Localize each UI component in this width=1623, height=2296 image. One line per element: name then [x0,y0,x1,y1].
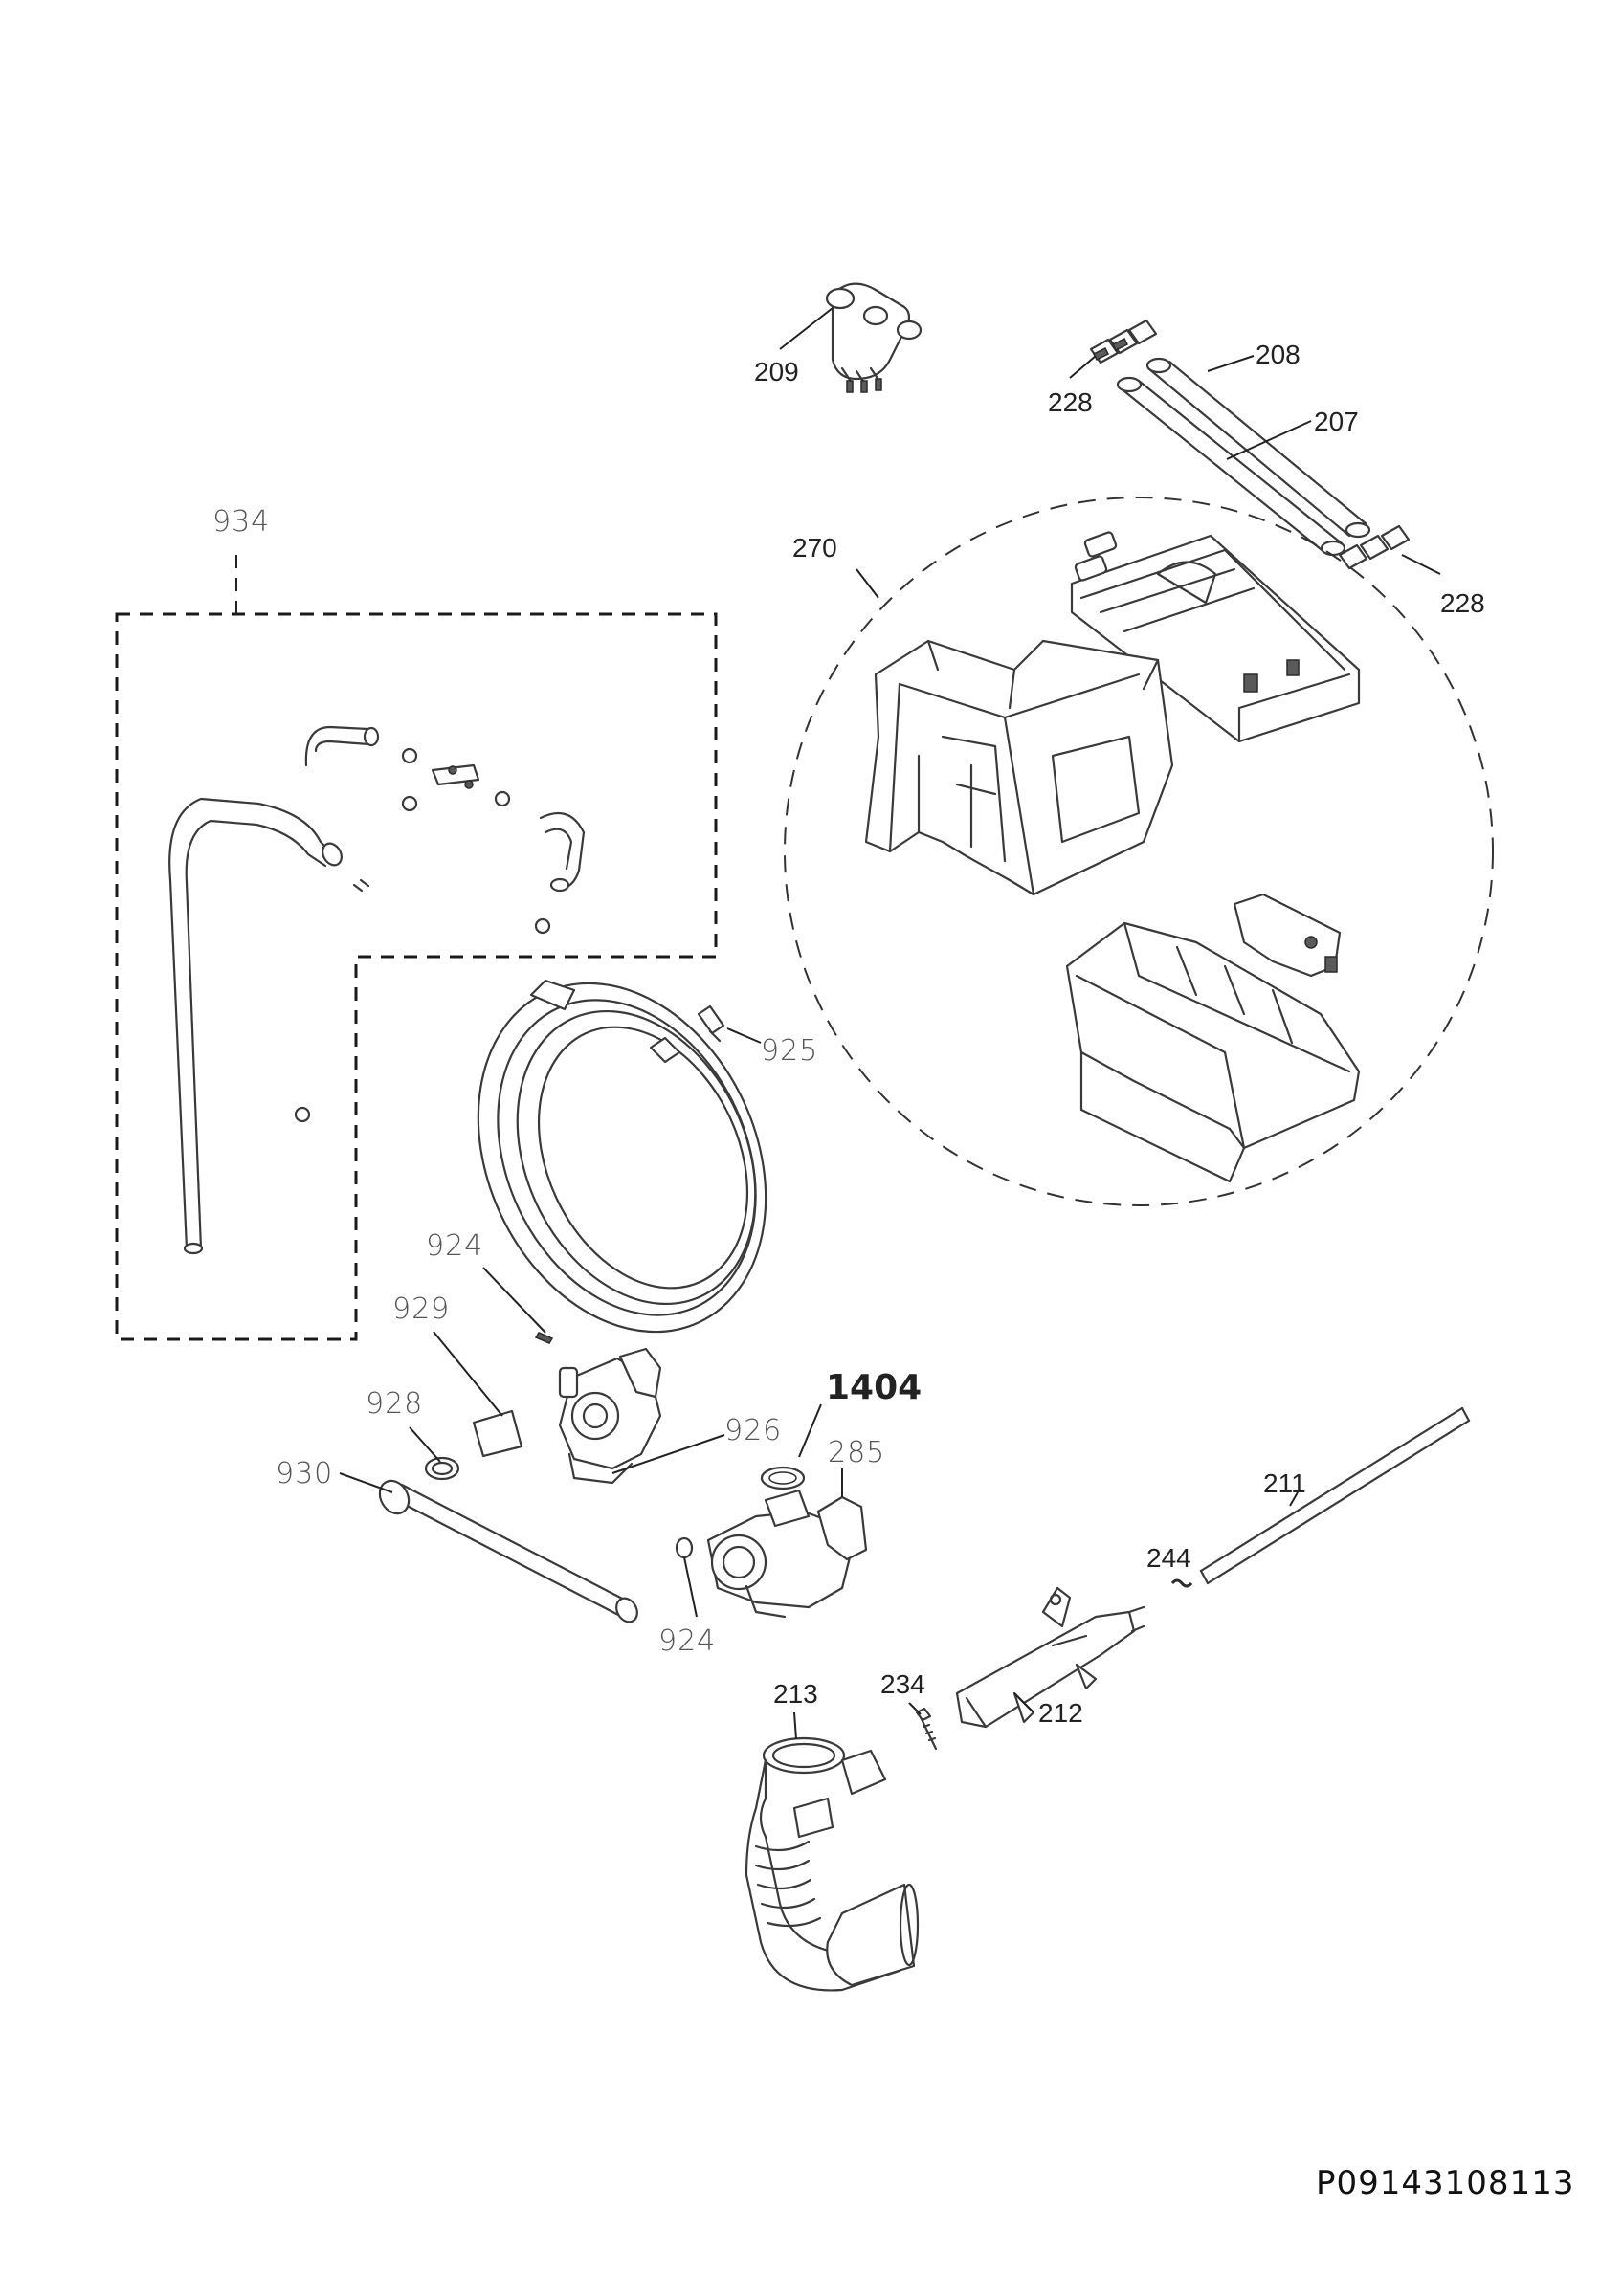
label-234: 234 [880,1669,925,1699]
label-928: 928 [366,1387,423,1421]
label-285: 285 [828,1436,885,1469]
part-285-drain-pump[interactable] [706,1489,868,1619]
label-212: 212 [1038,1698,1083,1728]
drawing-code: P09143108113 [1316,2164,1574,2202]
part-1404-clip[interactable] [760,1466,806,1490]
part-930-hose[interactable] [374,1475,641,1625]
part-213-sump-hose[interactable] [745,1736,920,1992]
part-934-short-hoses[interactable] [304,725,586,893]
part-244-spring[interactable] [1170,1578,1193,1588]
label-244: 244 [1146,1543,1191,1573]
label-930: 930 [276,1457,333,1490]
label-924-upper: 924 [426,1229,483,1263]
part-door-gasket[interactable] [424,937,820,1380]
part-924-clip-lower[interactable] [675,1536,694,1559]
part-926-pump[interactable] [558,1347,662,1485]
part-228-clips-top[interactable] [1089,319,1158,364]
label-207: 207 [1314,407,1359,436]
label-228-right: 228 [1440,588,1485,618]
part-234-screw[interactable] [915,1707,938,1751]
part-929-pad[interactable] [472,1409,523,1458]
label-270: 270 [792,533,837,563]
label-209: 209 [754,357,799,386]
part-924-spring-upper[interactable] [534,1332,554,1344]
part-212-bracket[interactable] [955,1586,1145,1729]
label-213: 213 [773,1679,818,1709]
part-934-long-hose[interactable] [168,797,345,1255]
part-925-fitting[interactable] [697,1004,725,1043]
part-209-valve[interactable] [825,282,923,393]
part-270-dispenser-housing[interactable] [864,639,1174,896]
part-208-207-tubes[interactable] [1116,357,1371,557]
part-270-detergent-drawer[interactable] [1065,893,1361,1183]
label-925: 925 [761,1034,818,1068]
label-211: 211 [1263,1468,1306,1498]
part-211-rod[interactable] [1199,1406,1471,1585]
label-1404: 1404 [826,1368,922,1407]
label-924-lower: 924 [658,1624,716,1658]
label-208: 208 [1256,340,1301,369]
label-934: 934 [212,505,270,539]
label-929: 929 [392,1292,450,1326]
part-928-clamp[interactable] [424,1456,460,1481]
label-926: 926 [724,1414,782,1447]
part-934-connector[interactable] [294,747,551,1123]
group-270-outline [784,497,1494,1206]
label-228-top: 228 [1048,387,1093,417]
part-228-clips-right[interactable] [1338,524,1411,570]
part-270-dispenser-lid[interactable] [1070,531,1361,743]
group-934-outline [115,612,718,1341]
